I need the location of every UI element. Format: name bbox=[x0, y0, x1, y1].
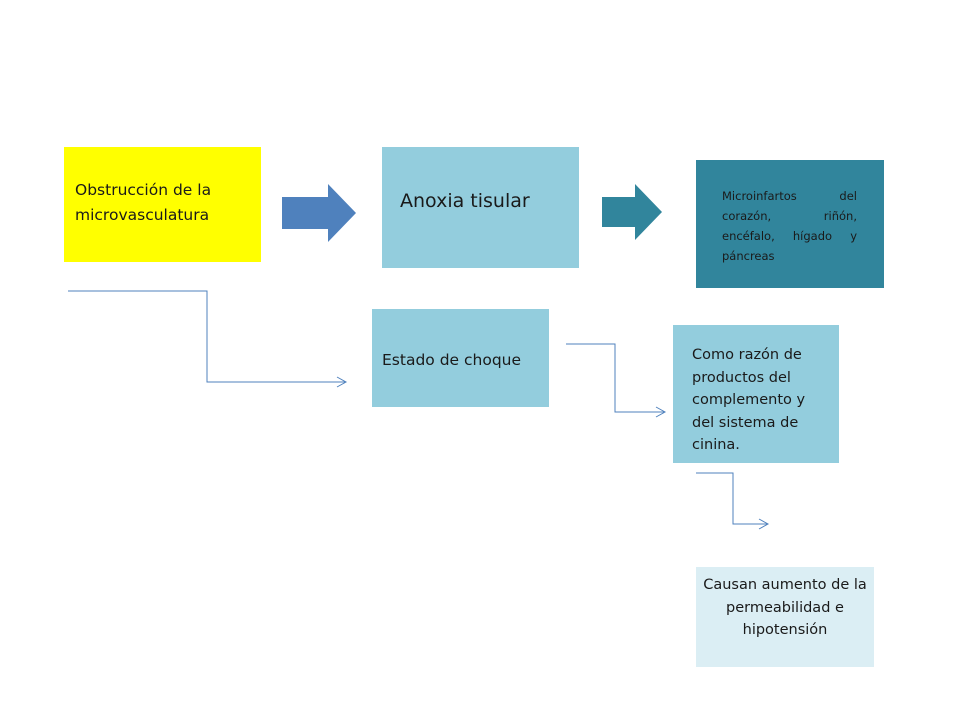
box-estado-de-choque: Estado de choque bbox=[372, 309, 549, 407]
block-arrow-right-icon bbox=[282, 184, 356, 242]
label-microinfartos: Microinfartos del corazón, riñón, encéfa… bbox=[722, 189, 857, 263]
label-estado-de-choque: Estado de choque bbox=[382, 351, 522, 369]
connector-obstruccion-choque bbox=[68, 290, 348, 388]
box-permeabilidad: Causan aumento de la permeabilidad e hip… bbox=[696, 567, 874, 667]
label-permeabilidad: Causan aumento de la permeabilidad e hip… bbox=[703, 577, 867, 638]
box-obstruccion: Obstrucción de la microvasculatura bbox=[64, 147, 261, 262]
label-complemento: Como razón de productos del complemento … bbox=[692, 347, 806, 453]
block-arrow-right-icon bbox=[602, 184, 662, 240]
label-anoxia-tisular: Anoxia tisular bbox=[400, 190, 530, 212]
box-complemento: Como razón de productos del complemento … bbox=[673, 325, 839, 463]
label-obstruccion: Obstrucción de la microvasculatura bbox=[75, 181, 212, 224]
box-microinfartos: Microinfartos del corazón, riñón, encéfa… bbox=[696, 160, 884, 288]
connector-choque-complemento bbox=[566, 343, 667, 418]
connector-complemento-permeabilidad bbox=[696, 472, 770, 530]
box-anoxia-tisular: Anoxia tisular bbox=[382, 147, 579, 268]
